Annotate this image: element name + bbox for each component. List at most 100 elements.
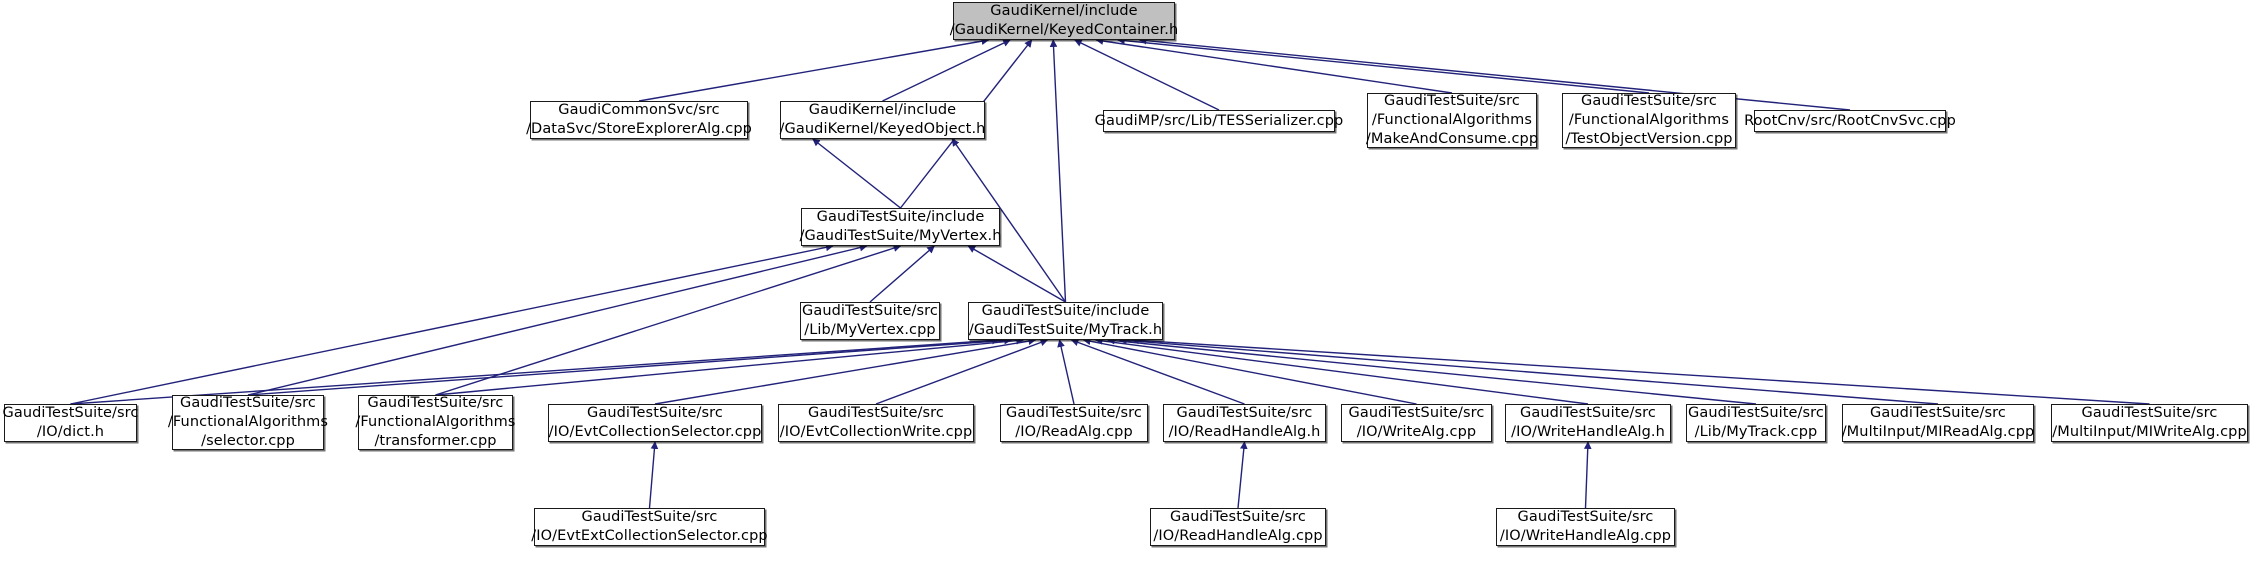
graph-node-mytrackh[interactable]: GaudiTestSuite/include/GaudiTestSuite/My… bbox=[968, 302, 1163, 340]
graph-node-line: GaudiTestSuite/include bbox=[816, 209, 985, 225]
graph-node-line: /IO/EvtCollectionSelector.cpp bbox=[548, 424, 762, 440]
graph-edge-selectorcpp-to-myvertexh bbox=[247, 243, 868, 396]
graph-node-line: GaudiTestSuite/include bbox=[981, 303, 1150, 319]
graph-node-line: GaudiTestSuite/src bbox=[581, 509, 718, 525]
graph-edge-selectorcpp-to-mytrackh bbox=[247, 336, 1013, 396]
graph-node-line: /IO/WriteHandleAlg.h bbox=[1511, 424, 1665, 440]
graph-edge-transformercpp-to-mytrackh bbox=[435, 336, 1025, 396]
graph-node-line: GaudiTestSuite/src bbox=[2081, 405, 2218, 421]
graph-node-myvertexcpp[interactable]: GaudiTestSuite/src/Lib/MyVertex.cpp bbox=[800, 302, 940, 340]
graph-node-myvertexh[interactable]: GaudiTestSuite/include/GaudiTestSuite/My… bbox=[799, 208, 1002, 246]
graph-node-makeandconsume[interactable]: GaudiTestSuite/src/FunctionalAlgorithms /… bbox=[1365, 93, 1539, 148]
graph-node-storeexploreralg[interactable]: GaudiCommonSvc/src/DataSvc/StoreExplorer… bbox=[526, 101, 752, 139]
graph-edge-mytrackcpp-to-mytrackh bbox=[1106, 336, 1757, 405]
graph-node-testobjectversion[interactable]: GaudiTestSuite/src/FunctionalAlgorithms /… bbox=[1562, 93, 1736, 148]
graph-node-line: /GaudiTestSuite/MyVertex.h bbox=[799, 228, 1002, 244]
graph-edge-writehandlealgcpp-to-writehandlealgh bbox=[1583, 441, 1592, 509]
graph-node-line: /IO/EvtCollectionWrite.cpp bbox=[779, 424, 973, 440]
graph-node-line: /Lib/MyVertex.cpp bbox=[804, 322, 936, 338]
graph-node-line: /GaudiTestSuite/MyTrack.h bbox=[968, 322, 1163, 338]
graph-node-line: /IO/WriteAlg.cpp bbox=[1356, 424, 1477, 440]
graph-node-line: GaudiCommonSvc/src bbox=[558, 102, 720, 118]
graph-node-line: GaudiTestSuite/src bbox=[1520, 405, 1656, 421]
graph-node-line: GaudiMP/src/Lib/TESSerializer.cpp bbox=[1094, 112, 1344, 129]
graph-node-line: /Lib/MyTrack.cpp bbox=[1694, 424, 1818, 440]
graph-edge-writealgcpp-to-mytrackh bbox=[1082, 337, 1417, 405]
graph-node-line: /GaudiKernel/KeyedObject.h bbox=[779, 121, 986, 137]
graph-node-tesserializer[interactable]: GaudiMP/src/Lib/TESSerializer.cpp bbox=[1095, 110, 1343, 132]
graph-node-mytrackcpp[interactable]: GaudiTestSuite/src/Lib/MyTrack.cpp bbox=[1686, 404, 1826, 442]
graph-node-readhandlealgcpp[interactable]: GaudiTestSuite/src/IO/ReadHandleAlg.cpp bbox=[1150, 508, 1326, 546]
graph-edge-evtextcollectionselector-to-evtcollectionselector bbox=[648, 441, 659, 509]
graph-edge-readhandlealgh-to-mytrackh bbox=[1070, 338, 1245, 405]
graph-node-line: /FunctionalAlgorithms bbox=[1568, 112, 1730, 128]
graph-node-line: /DataSvc/StoreExplorerAlg.cpp bbox=[526, 121, 752, 137]
graph-node-line: /MultiInput/MIWriteAlg.cpp bbox=[2052, 424, 2247, 440]
graph-edge-evtcollectionwrite-to-mytrackh bbox=[875, 338, 1049, 405]
graph-node-line: /IO/ReadHandleAlg.h bbox=[1168, 424, 1321, 440]
graph-node-selectorcpp[interactable]: GaudiTestSuite/src/FunctionalAlgorithms /… bbox=[168, 395, 328, 450]
graph-node-line: /IO/EvtExtCollectionSelector.cpp bbox=[531, 528, 768, 544]
graph-node-line: GaudiTestSuite/src bbox=[1384, 93, 1520, 109]
graph-edge-tesserializer-to-keyedcontainer bbox=[1074, 39, 1220, 111]
graph-edge-evtcollectionselector-to-mytrackh bbox=[654, 337, 1037, 405]
graph-node-line: GaudiTestSuite/src bbox=[587, 405, 723, 421]
graph-node-line: /IO/ReadHandleAlg.cpp bbox=[1153, 528, 1323, 544]
graph-node-evtcollectionselector[interactable]: GaudiTestSuite/src/IO/EvtCollectionSelec… bbox=[548, 404, 762, 442]
graph-node-line: GaudiTestSuite/src bbox=[808, 405, 944, 421]
graph-node-line: GaudiTestSuite/src bbox=[180, 395, 316, 411]
graph-node-line: /MultiInput/MIReadAlg.cpp bbox=[1841, 424, 2035, 440]
graph-edge-makeandconsume-to-keyedcontainer bbox=[1095, 37, 1453, 94]
graph-edge-readalgcpp-to-mytrackh bbox=[1057, 339, 1075, 405]
graph-node-line: GaudiTestSuite/src bbox=[802, 303, 938, 319]
graph-node-line: GaudiTestSuite/src bbox=[1870, 405, 2006, 421]
graph-node-writehandlealgcpp[interactable]: GaudiTestSuite/src/IO/WriteHandleAlg.cpp bbox=[1496, 508, 1675, 546]
graph-edge-myvertexcpp-to-myvertexh bbox=[869, 245, 935, 303]
graph-node-evtcollectionwrite[interactable]: GaudiTestSuite/src/IO/EvtCollectionWrite… bbox=[778, 404, 974, 442]
graph-node-line: /transformer.cpp bbox=[374, 433, 497, 449]
graph-node-dicth[interactable]: GaudiTestSuite/src/IO/dict.h bbox=[2, 404, 139, 442]
graph-node-line: /MakeAndConsume.cpp bbox=[1365, 131, 1539, 147]
graph-edge-mytrackh-to-keyedcontainer bbox=[1049, 39, 1067, 303]
graph-node-line: /FunctionalAlgorithms bbox=[1371, 112, 1533, 128]
graph-node-line: GaudiTestSuite/src bbox=[1006, 405, 1142, 421]
graph-node-line: GaudiTestSuite/src bbox=[367, 395, 504, 411]
graph-edge-myvertexh-to-keyedobject bbox=[812, 138, 901, 209]
graph-node-readhandlealgh[interactable]: GaudiTestSuite/src/IO/ReadHandleAlg.h bbox=[1163, 404, 1326, 442]
graph-node-line: GaudiTestSuite/src bbox=[1688, 405, 1824, 421]
graph-node-line: GaudiTestSuite/src bbox=[1170, 509, 1306, 525]
graph-node-writehandlealgh[interactable]: GaudiTestSuite/src/IO/WriteHandleAlg.h bbox=[1505, 404, 1671, 442]
graph-node-line: /GaudiKernel/KeyedContainer.h bbox=[949, 22, 1179, 38]
graph-node-transformercpp[interactable]: GaudiTestSuite/src/FunctionalAlgorithms /… bbox=[355, 395, 516, 450]
graph-edge-testobjectversion-to-keyedcontainer bbox=[1117, 36, 1650, 94]
graph-node-evtextcollectionselector[interactable]: GaudiTestSuite/src/IO/EvtExtCollectionSe… bbox=[531, 508, 768, 546]
graph-node-line: GaudiTestSuite/src bbox=[2, 405, 139, 421]
graph-edge-readhandlealgcpp-to-readhandlealgh bbox=[1237, 441, 1248, 509]
graph-edge-writehandlealgh-to-mytrackh bbox=[1094, 337, 1589, 405]
graph-node-miwritealgcpp[interactable]: GaudiTestSuite/src/MultiInput/MIWriteAlg… bbox=[2051, 404, 2248, 442]
graph-node-readalgcpp[interactable]: GaudiTestSuite/src/IO/ReadAlg.cpp bbox=[1000, 404, 1148, 442]
graph-node-line: GaudiTestSuite/src bbox=[1176, 405, 1313, 421]
graph-edge-storeexploreralg-to-keyedcontainer bbox=[638, 37, 990, 102]
graph-node-line: GaudiTestSuite/src bbox=[1348, 405, 1485, 421]
graph-node-line: /selector.cpp bbox=[201, 433, 295, 449]
graph-node-writealgcpp[interactable]: GaudiTestSuite/src/IO/WriteAlg.cpp bbox=[1341, 404, 1492, 442]
graph-edge-mireadalgcpp-to-mytrackh bbox=[1118, 336, 1939, 405]
graph-node-line: /FunctionalAlgorithms bbox=[167, 414, 329, 430]
graph-node-line: GaudiTestSuite/src bbox=[1581, 93, 1717, 109]
graph-node-line: /FunctionalAlgorithms bbox=[355, 414, 516, 430]
graph-edge-keyedobject-to-keyedcontainer bbox=[882, 39, 1011, 102]
graph-node-line: GaudiKernel/include bbox=[990, 3, 1138, 19]
graph-node-mireadalgcpp[interactable]: GaudiTestSuite/src/MultiInput/MIReadAlg.… bbox=[1842, 404, 2034, 442]
graph-node-keyedcontainer[interactable]: GaudiKernel/include/GaudiKernel/KeyedCon… bbox=[950, 2, 1178, 40]
graph-node-line: /TestObjectVersion.cpp bbox=[1565, 131, 1733, 147]
graph-node-line: RootCnv/src/RootCnvSvc.cpp bbox=[1744, 112, 1956, 129]
graph-edge-mytrackh-to-myvertexh bbox=[967, 245, 1066, 303]
graph-edge-dicth-to-myvertexh bbox=[70, 243, 834, 405]
graph-node-rootcnvsvc[interactable]: RootCnv/src/RootCnvSvc.cpp bbox=[1744, 110, 1956, 132]
graph-edge-miwritealgcpp-to-mytrackh bbox=[1131, 336, 2150, 405]
graph-node-keyedobject[interactable]: GaudiKernel/include/GaudiKernel/KeyedObj… bbox=[780, 101, 985, 139]
graph-node-line: GaudiTestSuite/src bbox=[1517, 509, 1654, 525]
